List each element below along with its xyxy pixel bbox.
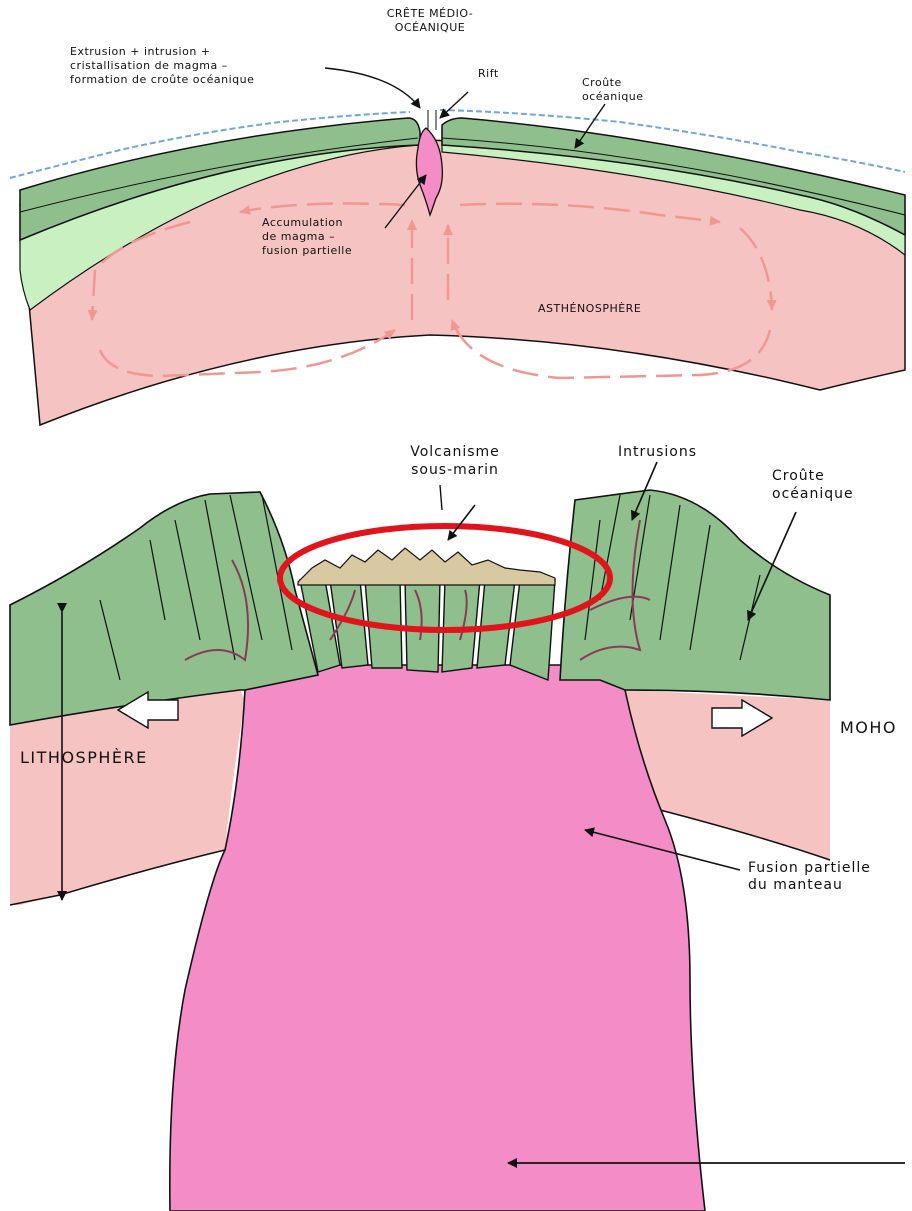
accumulation-label-1: Accumulation [262,216,343,229]
extrusion-label-3: formation de croûte océanique [70,73,254,86]
extrusion-label-2: cristallisation de magma – [70,59,228,72]
volcanism-label-1: Volcanisme [410,444,500,460]
crust-bottom-label-1: Croûte [772,468,825,484]
leader-volcanism [448,505,475,540]
volcanism-label-2: sous-marin [411,462,499,478]
fusion-label-2: du manteau [748,877,843,893]
intrusions-label: Intrusions [618,444,697,460]
rift-label: Rift [478,67,499,80]
leader-rift [440,92,468,118]
partial-melt-column [170,664,705,1211]
fusion-label-1: Fusion partielle [748,860,871,876]
accumulation-label-2: de magma – [262,230,335,243]
crust-top-label-2: océanique [582,90,644,103]
crust-top-label-1: Croûte [582,76,622,89]
leader-volcanism-line [440,485,442,510]
accumulation-label-3: fusion partielle [262,244,352,257]
ridge-title-1: CRÊTE MÉDIO- [387,7,474,20]
crust-bottom-label-2: océanique [772,486,854,502]
ridge-title-2: OCÉANIQUE [395,21,465,34]
lithosphere-label: LITHOSPHÈRE [20,748,148,767]
lithospheric-mantle-left [10,690,245,905]
asthenosphere-label: ASTHÉNOSPHÈRE [538,302,641,315]
moho-label: MOHO [840,718,897,737]
top-diagram: CRÊTE MÉDIO- OCÉANIQUE Extrusion + intru… [10,7,905,425]
leader-extrusion [325,68,420,108]
extrusion-label-1: Extrusion + intrusion + [70,45,211,58]
volcanic-deposits [298,548,555,585]
bottom-diagram: Volcanisme sous-marin Intrusions Croûte … [10,444,905,1211]
